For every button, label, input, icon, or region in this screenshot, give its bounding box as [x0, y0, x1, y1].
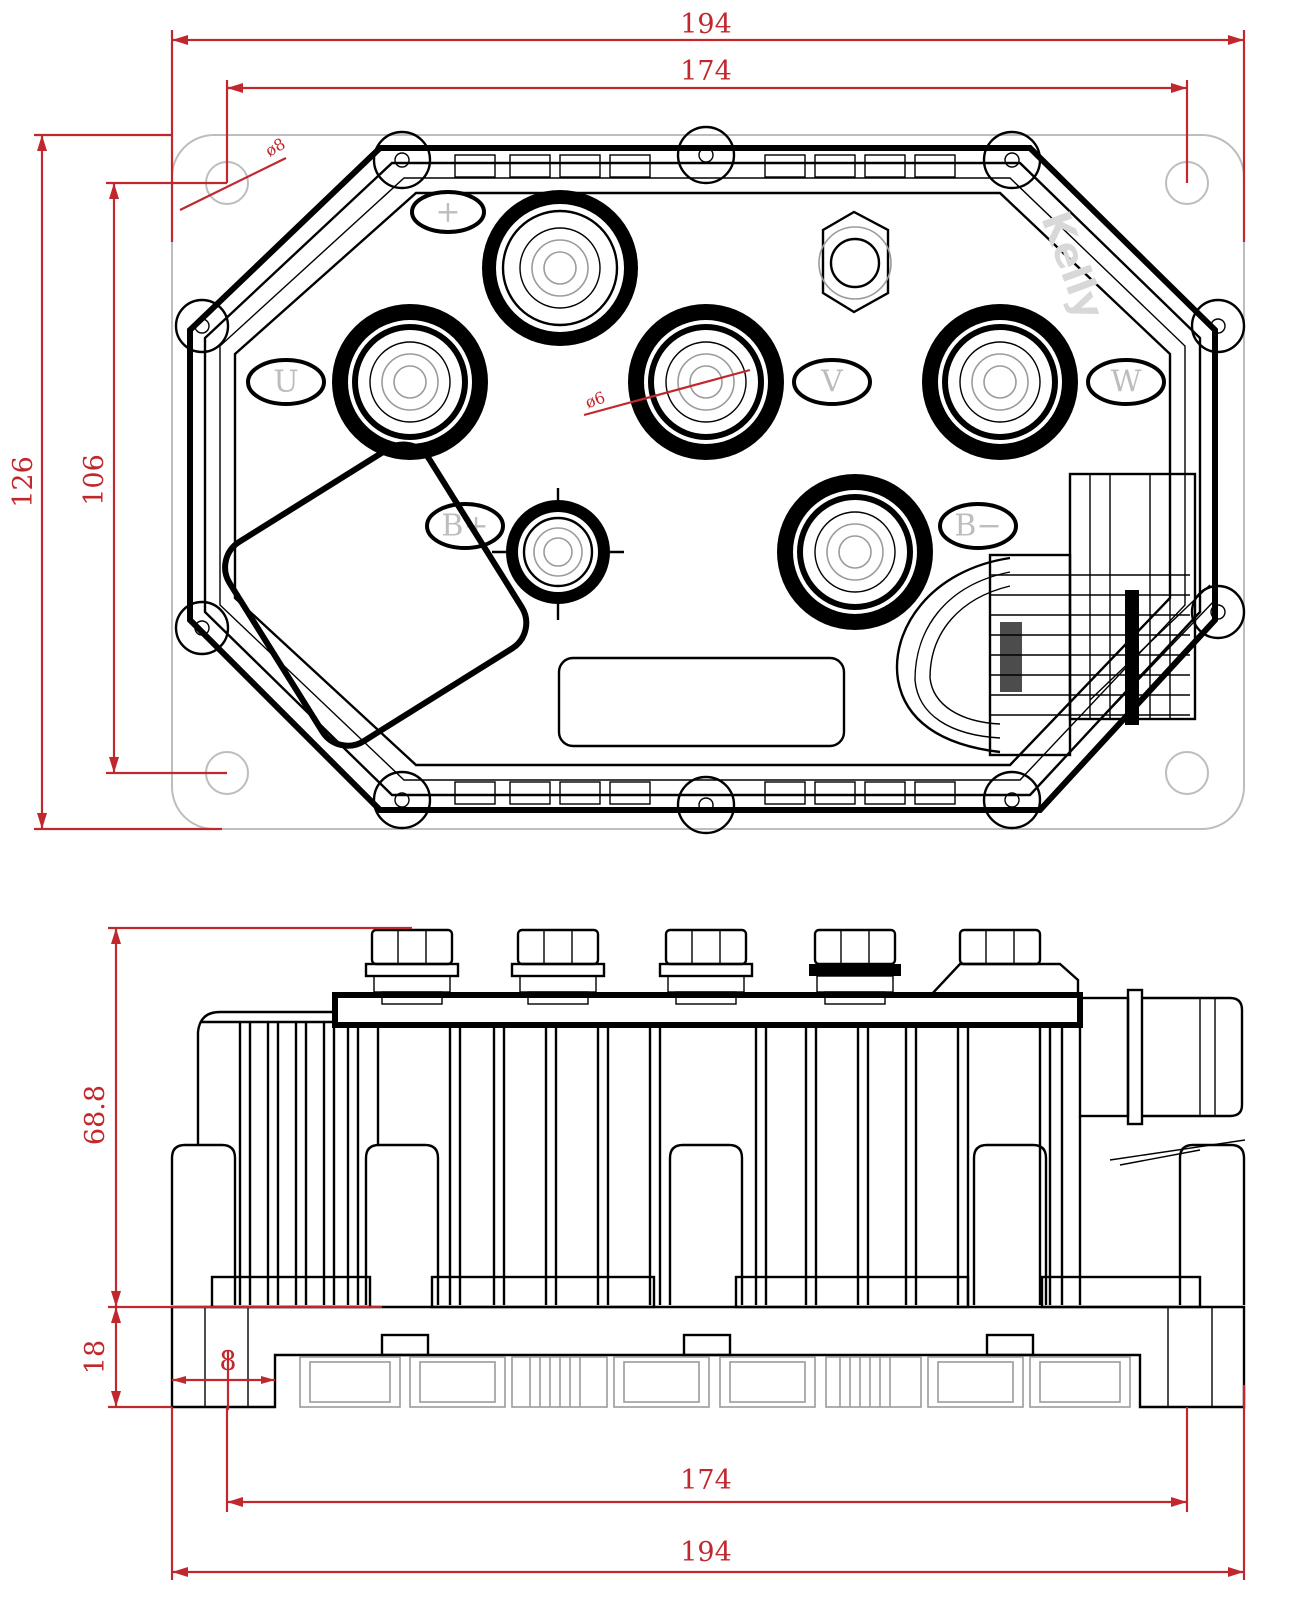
dim-side-body-height: 68.8 [80, 1085, 111, 1145]
dim-side-hole-spacing-x: 174 [680, 1465, 732, 1496]
side-lid-left-step [196, 1010, 337, 1145]
dim-hole-diameter: ø8 [262, 134, 289, 160]
side-bosses [170, 1143, 1246, 1305]
cable-gland-hex [818, 210, 892, 314]
side-fins [238, 1022, 1064, 1305]
label-oval-v: V [792, 358, 872, 406]
label-oval-w: W [1086, 358, 1166, 406]
side-view [170, 928, 1246, 1409]
dim-top-hole-spacing-x: 174 [680, 56, 732, 87]
label-oval-u: U [246, 358, 326, 406]
base-hidden-features [299, 1356, 1131, 1408]
svg-text:W: W [1111, 365, 1142, 400]
base-flange-lines [204, 1307, 1213, 1407]
terminal-u [332, 304, 488, 460]
housing-outline [187, 145, 1218, 813]
dim-side-overall-width: 194 [680, 1537, 732, 1568]
terminal-plus [482, 190, 638, 346]
svg-text:B−: B− [954, 509, 1001, 544]
base-tabs [380, 1333, 1035, 1357]
side-view-dimensions: 68.8 18 8 174 194 [80, 926, 1246, 1580]
dim-top-overall-width: 194 [680, 9, 732, 40]
svg-text:+: + [435, 195, 460, 230]
terminal-w [922, 304, 1078, 460]
dim-side-base-height: 18 [80, 1340, 111, 1374]
side-connector [1078, 988, 1246, 1305]
terminal-b-minus [777, 474, 933, 630]
dim-terminal-hole-diameter: ø6 [583, 388, 608, 413]
mounting-plate [171, 134, 1245, 830]
screw-bosses [174, 125, 1246, 835]
svg-text:U: U [273, 365, 298, 400]
dim-top-hole-spacing-y: 106 [79, 454, 110, 506]
label-oval-b-plus: B+ [425, 502, 505, 550]
top-view: + U V W B+ B− Kelly [171, 125, 1246, 835]
mounting-hole-br [1165, 751, 1209, 795]
terminal-b-plus [492, 488, 624, 620]
label-oval-plus: + [410, 190, 486, 234]
dim-top-overall-height: 126 [8, 456, 39, 508]
edge-fins [454, 154, 956, 805]
side-lid [332, 992, 1083, 1028]
signal-connector [895, 472, 1216, 757]
nameplate [222, 441, 846, 749]
label-oval-b-minus: B− [938, 502, 1018, 550]
dim-side-flange: 8 [219, 1346, 236, 1377]
svg-text:V: V [820, 365, 844, 400]
base-plate [170, 1305, 1246, 1409]
top-view-dimensions: 194 174 126 106 ø8 ø6 [8, 9, 1246, 831]
side-lower-band [210, 1275, 1202, 1309]
